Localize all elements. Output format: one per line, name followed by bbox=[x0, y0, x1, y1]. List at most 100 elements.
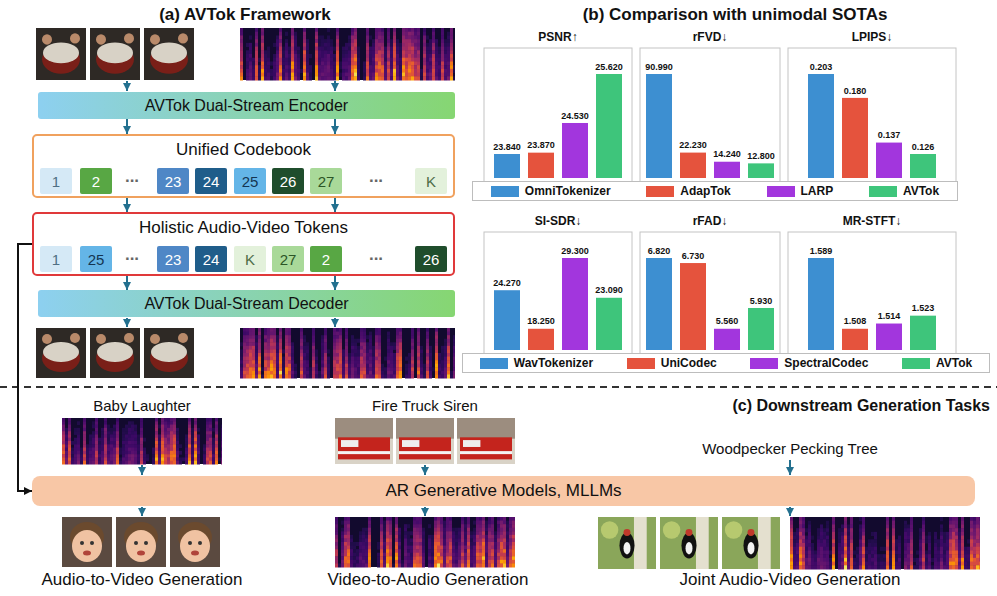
spectrogram bbox=[408, 360, 411, 364]
spectrogram bbox=[432, 43, 435, 47]
spectrogram bbox=[390, 73, 393, 77]
spectrogram bbox=[95, 461, 98, 465]
spectrogram bbox=[423, 43, 426, 47]
spectrogram bbox=[261, 35, 264, 39]
spectrogram bbox=[327, 374, 330, 378]
spectrogram bbox=[249, 342, 252, 346]
spectrogram bbox=[240, 328, 455, 378]
spectrogram bbox=[336, 35, 339, 39]
spectrogram bbox=[267, 374, 270, 378]
spectrogram bbox=[402, 73, 405, 77]
spectrogram bbox=[324, 58, 327, 62]
spectrogram bbox=[405, 65, 408, 69]
spectrogram bbox=[267, 346, 270, 350]
spectrogram bbox=[426, 357, 429, 361]
spectrogram bbox=[402, 50, 405, 54]
spectrogram bbox=[426, 76, 429, 80]
spectrogram bbox=[357, 61, 360, 65]
drum-frame bbox=[90, 328, 140, 378]
spectrogram bbox=[318, 65, 321, 69]
spectrogram bbox=[92, 421, 95, 425]
spectrogram bbox=[414, 39, 417, 43]
spectrogram bbox=[378, 342, 381, 346]
spectrogram bbox=[146, 454, 149, 458]
spectrogram bbox=[279, 43, 282, 47]
spectrogram bbox=[399, 367, 402, 371]
spectrogram bbox=[330, 43, 333, 47]
spectrogram bbox=[303, 54, 306, 58]
spectrogram bbox=[240, 28, 455, 81]
spectrogram bbox=[77, 434, 80, 438]
spectrogram bbox=[432, 76, 435, 80]
spectrogram bbox=[300, 339, 303, 343]
spectrogram bbox=[297, 69, 300, 73]
spectrogram bbox=[366, 54, 369, 58]
spectrogram bbox=[444, 43, 447, 47]
spectrogram bbox=[191, 434, 194, 438]
spectrogram bbox=[89, 451, 92, 455]
spectrogram bbox=[342, 69, 345, 73]
spectrogram bbox=[396, 54, 399, 58]
spectrogram bbox=[255, 50, 258, 54]
spectrogram bbox=[390, 364, 393, 368]
spectrogram bbox=[282, 54, 285, 58]
spectrogram bbox=[429, 364, 432, 368]
spectrogram bbox=[336, 349, 339, 353]
spectrogram bbox=[104, 418, 107, 422]
spectrogram bbox=[435, 43, 438, 47]
spectrogram bbox=[83, 448, 86, 452]
spectrogram bbox=[324, 73, 327, 77]
spectrogram bbox=[336, 332, 339, 336]
spectrogram bbox=[450, 35, 453, 39]
spectrogram bbox=[285, 349, 288, 353]
spectrogram bbox=[167, 461, 170, 465]
spectrogram bbox=[279, 339, 282, 343]
spectrogram bbox=[297, 47, 300, 51]
spectrogram bbox=[324, 47, 327, 51]
spectrogram bbox=[240, 32, 243, 36]
spectrogram bbox=[164, 431, 167, 435]
spectrogram bbox=[423, 47, 426, 51]
flow-arrow bbox=[789, 507, 791, 516]
spectrogram bbox=[252, 339, 255, 343]
spectrogram bbox=[342, 360, 345, 364]
spectrogram bbox=[282, 364, 285, 368]
spectrogram bbox=[369, 367, 372, 371]
spectrogram bbox=[441, 353, 444, 357]
spectrogram bbox=[306, 360, 309, 364]
spectrogram bbox=[417, 69, 420, 73]
spectrogram bbox=[128, 448, 131, 452]
spectrogram bbox=[131, 448, 134, 452]
spectrogram bbox=[372, 76, 375, 80]
spectrogram bbox=[137, 451, 140, 455]
spectrogram bbox=[447, 76, 450, 80]
spectrogram bbox=[137, 438, 140, 442]
spectrogram bbox=[276, 357, 279, 361]
spectrogram bbox=[267, 360, 270, 364]
spectrogram bbox=[95, 428, 98, 432]
drum-frame bbox=[150, 334, 160, 344]
spectrogram bbox=[176, 438, 179, 442]
spectrogram bbox=[381, 54, 384, 58]
spectrogram bbox=[306, 346, 309, 350]
spectrogram bbox=[116, 421, 119, 425]
spectrogram bbox=[300, 332, 303, 336]
spectrogram bbox=[246, 328, 249, 332]
spectrogram bbox=[191, 431, 194, 435]
spectrogram bbox=[393, 61, 396, 65]
spectrogram bbox=[441, 54, 444, 58]
spectrogram bbox=[348, 353, 351, 357]
spectrogram bbox=[372, 58, 375, 62]
spectrogram bbox=[152, 451, 155, 455]
spectrogram bbox=[396, 76, 399, 80]
spectrogram bbox=[62, 418, 222, 464]
spectrogram bbox=[396, 364, 399, 368]
spectrogram bbox=[116, 434, 119, 438]
spectrogram bbox=[62, 451, 65, 455]
spectrogram bbox=[354, 374, 357, 378]
spectrogram bbox=[357, 339, 360, 343]
spectrogram bbox=[122, 454, 125, 458]
spectrogram bbox=[62, 425, 65, 429]
spectrogram bbox=[333, 339, 336, 343]
spectrogram bbox=[158, 451, 161, 455]
